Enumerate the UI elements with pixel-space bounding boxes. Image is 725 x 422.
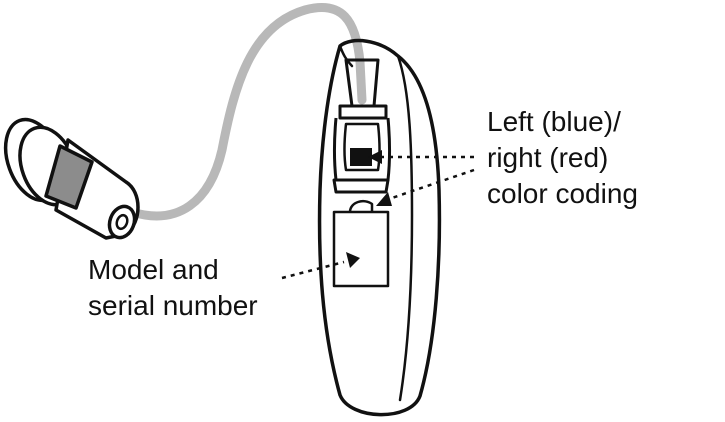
callout-color-coding: Left (blue)/ right (red) color coding [487, 104, 638, 212]
serial-number-panel [332, 200, 390, 288]
callout-color-coding-line-2: right (red) [487, 142, 609, 173]
color-coding-marker [350, 148, 372, 166]
callout-serial-number-line-2: serial number [88, 290, 258, 321]
callout-color-coding-line-3: color coding [487, 178, 638, 209]
callout-arrowheads [346, 150, 392, 268]
leader-line-color-coding-door [385, 168, 475, 202]
device-body [317, 38, 442, 417]
callout-serial-number-line-1: Model and [88, 254, 219, 285]
arrowhead-color-coding-door [376, 192, 392, 206]
battery-door [332, 117, 391, 194]
leader-line-serial-number [281, 260, 345, 280]
arrowhead-serial-number [346, 252, 360, 268]
earpiece-dome [3, 117, 140, 240]
sound-tube [127, 2, 367, 221]
callout-leader-lines [281, 155, 475, 280]
tube-connector [338, 58, 388, 120]
callout-serial-number: Model and serial number [88, 252, 258, 324]
arrowhead-color-coding [368, 150, 382, 164]
callout-color-coding-line-1: Left (blue)/ [487, 106, 621, 137]
